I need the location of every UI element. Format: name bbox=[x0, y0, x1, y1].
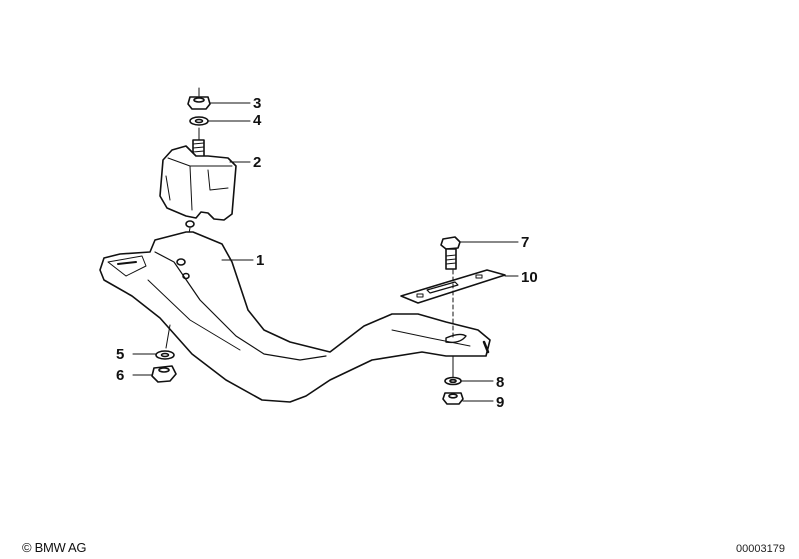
callout-6[interactable]: 6 bbox=[116, 367, 125, 384]
callout-10[interactable]: 10 bbox=[521, 269, 538, 286]
document-number: 00003179 bbox=[736, 543, 785, 555]
callout-1[interactable]: 1 bbox=[256, 252, 265, 269]
callout-7[interactable]: 7 bbox=[521, 234, 530, 251]
washer-part-5 bbox=[155, 350, 175, 360]
callout-9[interactable]: 9 bbox=[496, 394, 505, 411]
nut-part-9 bbox=[442, 392, 464, 405]
nut-part-3 bbox=[187, 96, 211, 110]
nut-part-6 bbox=[151, 365, 177, 383]
crossmember-part-1 bbox=[99, 231, 491, 403]
callout-8[interactable]: 8 bbox=[496, 374, 505, 391]
callout-4[interactable]: 4 bbox=[253, 112, 262, 129]
callout-2[interactable]: 2 bbox=[253, 154, 262, 171]
rubber-mount-part-2 bbox=[159, 145, 237, 228]
callout-3[interactable]: 3 bbox=[253, 95, 262, 112]
bolt-part-7 bbox=[440, 236, 461, 270]
callout-5[interactable]: 5 bbox=[116, 346, 125, 363]
washer-part-4 bbox=[189, 116, 209, 126]
copyright-label: © BMW AG bbox=[22, 540, 87, 555]
washer-part-8 bbox=[444, 376, 462, 386]
